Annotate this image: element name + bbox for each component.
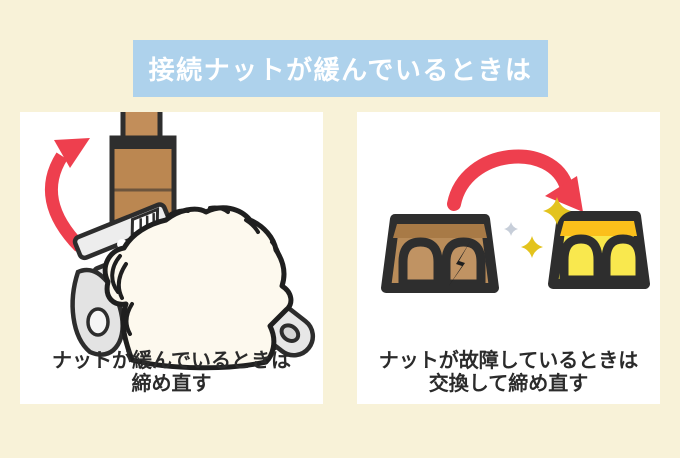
caption-replace: ナットが故障しているときは 交換して締め直す — [357, 350, 660, 396]
new-nut — [548, 211, 650, 289]
caption-line: 交換して締め直す — [428, 373, 589, 395]
panel-tighten-nut: ナットが緩んでいるときは 締め直す — [20, 112, 323, 404]
caption-line: ナットが緩んでいるときは — [52, 350, 291, 372]
title-banner: 接続ナットが緩んでいるときは — [133, 40, 548, 97]
wrench-tightening-illustration — [44, 112, 316, 371]
panel-replace-nut: ナットが故障しているときは 交換して締め直す — [357, 112, 660, 404]
old-nut — [381, 214, 499, 293]
sparkle-icon — [504, 197, 571, 258]
page-title: 接続ナットが緩んでいるときは — [148, 55, 533, 85]
caption-line: 締め直す — [131, 373, 212, 395]
caption-tighten: ナットが緩んでいるときは 締め直す — [20, 350, 323, 396]
crack-lightning-icon — [448, 242, 470, 287]
replace-arrow-icon — [447, 149, 583, 212]
rotation-arrow-icon — [44, 138, 90, 252]
caption-line: ナットが故障しているときは — [378, 350, 639, 372]
nut-replacement-illustration — [381, 149, 650, 293]
hand-fist — [102, 205, 294, 371]
